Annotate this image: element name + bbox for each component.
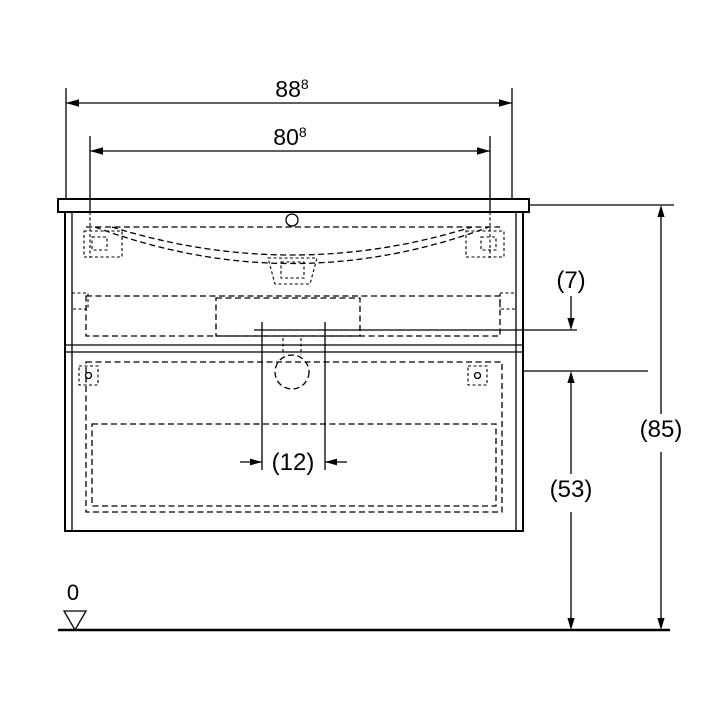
mounting-bracket-right bbox=[465, 230, 505, 258]
overflow-hole bbox=[285, 213, 299, 227]
dimension-supply-offset: (7) bbox=[556, 267, 586, 330]
basin-bowl-outer-arc bbox=[94, 226, 490, 265]
runner-left bbox=[78, 365, 99, 386]
label-overall-width: 888 bbox=[275, 76, 309, 102]
label-supply-offset: (7) bbox=[556, 267, 585, 294]
drawer-1-internals bbox=[85, 295, 501, 337]
dimension-overall-width: 888 bbox=[65, 76, 513, 199]
drawer-2-internals bbox=[78, 361, 503, 513]
side-fitting-left bbox=[71, 292, 89, 310]
dimension-total-height: (85) bbox=[530, 204, 683, 630]
cabinet-outline bbox=[64, 211, 524, 532]
drawer-2-inner-box bbox=[91, 423, 497, 507]
arrowhead-left-icon bbox=[325, 458, 337, 466]
dimension-drain-spacing: (12) bbox=[240, 449, 347, 476]
arrowhead-right-icon bbox=[477, 147, 490, 155]
arrowhead-right-icon bbox=[499, 99, 512, 107]
arrowhead-right-icon bbox=[250, 458, 262, 466]
runner-right-pin bbox=[473, 371, 482, 380]
siphon-trap bbox=[274, 354, 310, 390]
arrowhead-left-icon bbox=[90, 147, 103, 155]
datum-triangle-icon bbox=[62, 610, 88, 632]
side-fitting-right bbox=[499, 292, 517, 310]
connection-lines bbox=[254, 322, 648, 470]
label-inner-width: 808 bbox=[273, 124, 307, 150]
arrowhead-left-icon bbox=[66, 99, 79, 107]
arrowhead-down-icon bbox=[567, 318, 575, 330]
siphon bbox=[274, 338, 310, 390]
arrowhead-up-icon bbox=[657, 205, 665, 217]
cabinet-body bbox=[57, 198, 530, 532]
washbasin-rim bbox=[57, 198, 530, 213]
runner-left-pin bbox=[84, 371, 93, 380]
basin-bowl-inner-arc bbox=[111, 226, 473, 256]
mounting-bracket-left-inner bbox=[91, 236, 108, 251]
arrowhead-down-icon bbox=[657, 618, 665, 630]
drawer-1-siphon-cutout bbox=[215, 297, 361, 337]
drawer-2-box bbox=[85, 361, 503, 513]
arrowhead-down-icon bbox=[567, 618, 575, 630]
label-drain-spacing: (12) bbox=[272, 449, 315, 476]
label-datum: 0 bbox=[67, 580, 79, 605]
runner-right bbox=[467, 365, 488, 386]
floor-datum: 0 bbox=[58, 580, 670, 632]
mounting-bracket-left bbox=[83, 230, 123, 258]
mounting-bracket-right-inner bbox=[480, 236, 497, 251]
label-drain-height: (53) bbox=[550, 476, 593, 503]
arrowhead-up-icon bbox=[567, 371, 575, 383]
label-total-height: (85) bbox=[640, 416, 683, 443]
overflow-box-inner bbox=[280, 261, 305, 279]
washbasin-outline bbox=[71, 212, 517, 310]
dimension-drain-height: (53) bbox=[550, 371, 593, 630]
